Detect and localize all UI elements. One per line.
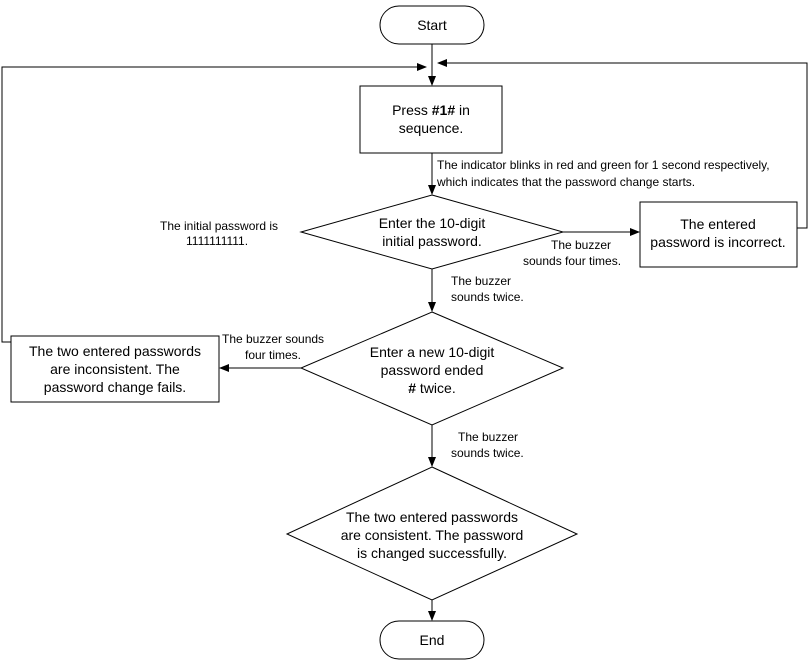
- box-passwords-inconsistent: The two entered passwords are inconsiste…: [10, 335, 220, 403]
- step-press-suffix: in: [455, 102, 470, 118]
- note-buzzer-four-1-line1: The buzzer: [551, 238, 611, 252]
- result-success-line2: are consistent. The password: [341, 527, 524, 543]
- start-label: Start: [417, 17, 447, 33]
- note-buzzer-four-times-2: The buzzer sounds four times.: [222, 332, 324, 362]
- result-password-changed: The two entered passwords are consistent…: [285, 466, 579, 601]
- loop-back-from-incorrect: [437, 59, 808, 229]
- note-buzzer-twice-1-line2: sounds twice.: [451, 290, 524, 304]
- note-buzzer-four-2-line2: four times.: [245, 348, 301, 362]
- result-success-line3: is changed successfully.: [357, 545, 507, 561]
- result-success-line1: The two entered passwords: [346, 509, 518, 525]
- decision-new-line1: Enter a new 10-digit: [370, 344, 495, 360]
- decision-new-line2: password ended: [381, 362, 484, 378]
- box-inconsistent-line2: are inconsistent. The: [50, 361, 180, 377]
- step-press-line1: Press #1# in: [392, 102, 470, 118]
- step-press-prefix: Press: [392, 102, 432, 118]
- note-buzzer-twice-2: The buzzer sounds twice.: [451, 430, 524, 460]
- note-buzzer-twice-1-line1: The buzzer: [451, 274, 511, 288]
- end-label: End: [420, 632, 445, 648]
- note-buzzer-four-1-line2: sounds four times.: [523, 254, 621, 268]
- box-password-incorrect: The entered password is incorrect.: [639, 201, 798, 268]
- step-press-line2: sequence.: [399, 120, 464, 136]
- decision-new-twice: twice.: [416, 380, 456, 396]
- note-initial-pw-line2: 1111111111.: [186, 234, 248, 248]
- note-buzzer-twice-2-line2: sounds twice.: [451, 446, 524, 460]
- note-buzzer-four-2-line1: The buzzer sounds: [222, 332, 324, 346]
- loop-back-from-inconsistent: [1, 63, 427, 343]
- note-buzzer-twice-1: The buzzer sounds twice.: [451, 274, 524, 304]
- decision-initial-line1: Enter the 10-digit: [379, 215, 486, 231]
- note-initial-password: The initial password is 1111111111.: [160, 219, 278, 248]
- note-indicator-blinks: The indicator blinks in red and green fo…: [436, 158, 770, 189]
- note-indicator-line1: The indicator blinks in red and green fo…: [437, 158, 770, 172]
- box-incorrect-line1: The entered: [680, 216, 756, 232]
- decision-new-line3: # twice.: [408, 380, 455, 396]
- end-terminator: End: [379, 620, 485, 660]
- box-incorrect-line2: password is incorrect.: [650, 234, 785, 250]
- note-buzzer-twice-2-line1: The buzzer: [458, 430, 518, 444]
- start-terminator: Start: [379, 5, 485, 45]
- step-press-bold: #1#: [432, 102, 456, 118]
- step-press-sequence: Press #1# in sequence.: [359, 85, 503, 154]
- decision-new-hash: #: [408, 380, 416, 396]
- note-buzzer-four-times-1: The buzzer sounds four times.: [523, 238, 621, 268]
- decision-initial-line2: initial password.: [382, 233, 482, 249]
- note-initial-pw-line1: The initial password is: [160, 219, 278, 233]
- box-inconsistent-line3: password change fails.: [44, 379, 186, 395]
- box-inconsistent-line1: The two entered passwords: [29, 343, 201, 359]
- note-indicator-line2: which indicates that the password change…: [436, 175, 695, 189]
- decision-new-password: Enter a new 10-digit password ended # tw…: [299, 311, 565, 426]
